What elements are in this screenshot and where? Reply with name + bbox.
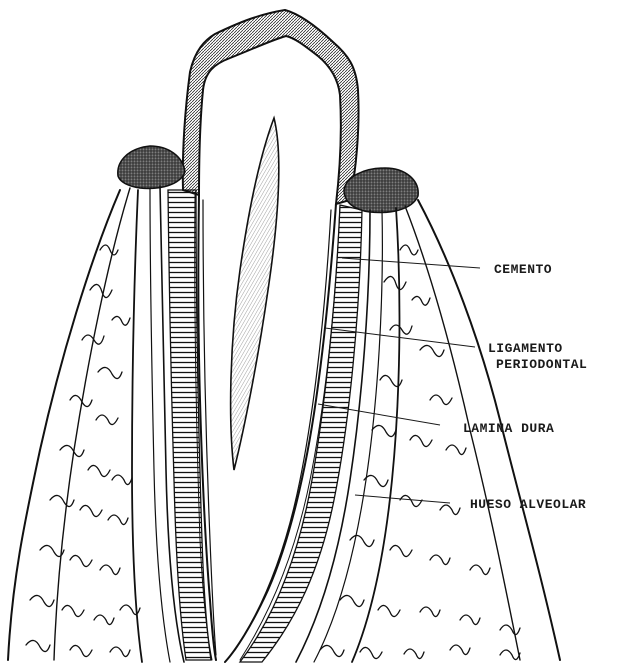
- labels: CEMENTO LIGAMENTO PERIODONTAL LAMINA DUR…: [463, 262, 587, 512]
- label-cemento: CEMENTO: [494, 262, 552, 277]
- pulp-canal: [231, 118, 279, 470]
- leader-cemento: [342, 258, 480, 268]
- label-lamina-dura: LAMINA DURA: [463, 421, 554, 436]
- label-periodontal: PERIODONTAL: [496, 357, 587, 372]
- alveolar-bone-left: [8, 186, 184, 662]
- label-hueso-alveolar: HUESO ALVEOLAR: [470, 497, 586, 512]
- gingiva-right: [344, 168, 418, 212]
- gingiva-left: [118, 146, 185, 188]
- label-ligamento: LIGAMENTO: [488, 341, 563, 356]
